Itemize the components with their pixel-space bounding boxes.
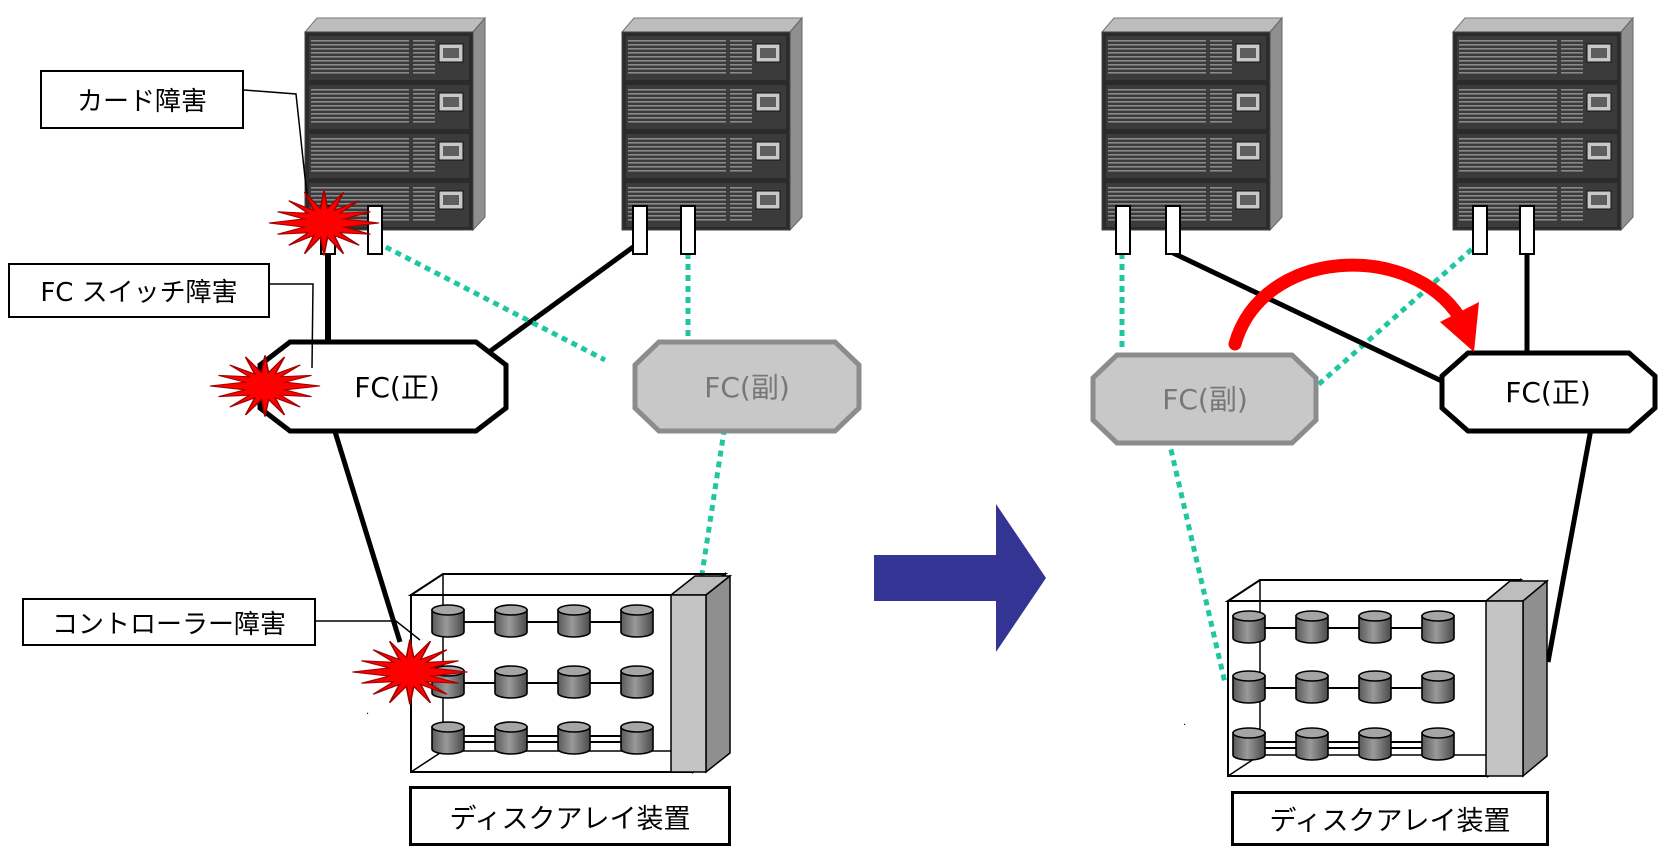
fc-primary-switch: FC(正): [1439, 350, 1658, 434]
fc-primary-switch: FC(正): [257, 339, 509, 434]
fc-secondary-switch: FC(副): [1090, 352, 1319, 446]
disk-cylinder-icon: [1232, 610, 1455, 761]
hba-port: [1519, 205, 1535, 255]
disk-array-label-left: ディスクアレイ装置: [409, 786, 731, 846]
server-rack-icon: [304, 17, 486, 231]
standby-link-server1-fcsub: [374, 239, 607, 363]
hba-port: [680, 205, 696, 255]
server-rack-icon: [1452, 17, 1634, 231]
fc-secondary-label: FC(副): [704, 371, 790, 404]
controller-failure-label: コントローラー障害: [22, 598, 316, 646]
card-callout-line: [243, 89, 308, 197]
card-failure-label: カード障害: [40, 70, 244, 129]
stray-dot: ·: [366, 709, 369, 720]
server-rack-icon: [621, 17, 803, 231]
left-panel: FC(正) FC(副): [209, 17, 862, 774]
disk-array: [1224, 578, 1550, 778]
hba-port: [1472, 205, 1488, 255]
fc-switch-failure-label: FC スイッチ障害: [8, 263, 270, 318]
right-arrow-icon: [874, 504, 1046, 652]
disk-cylinder-icon: [431, 604, 654, 755]
right-panel: FC(副) FC(正): [1090, 17, 1658, 778]
fc-secondary-label: FC(副): [1162, 383, 1248, 416]
active-link-server3-fc: [1171, 250, 1450, 387]
fc-primary-label: FC(正): [1505, 376, 1591, 409]
fc-secondary-switch: FC(副): [632, 339, 862, 434]
active-link-fc-disk: [1545, 417, 1596, 663]
server-rack-icon: [1101, 17, 1283, 231]
hba-port: [1115, 205, 1131, 255]
active-link-fc-disk: [325, 408, 403, 643]
controller-callout-line: [316, 620, 421, 641]
stray-dot: ·: [1183, 720, 1186, 731]
standby-link-fcsub-disk: [1163, 427, 1228, 684]
fcswitch-callout-line: [270, 283, 314, 369]
active-link-server2-fc: [476, 239, 642, 363]
curved-arrow-icon: [1228, 258, 1479, 352]
fc-primary-label: FC(正): [354, 371, 440, 404]
hba-port: [367, 205, 383, 255]
hba-port: [632, 205, 648, 255]
standby-link-server4-fcsub: [1316, 240, 1482, 387]
hba-port: [1165, 205, 1181, 255]
disk-array-label-right: ディスクアレイ装置: [1231, 791, 1549, 846]
